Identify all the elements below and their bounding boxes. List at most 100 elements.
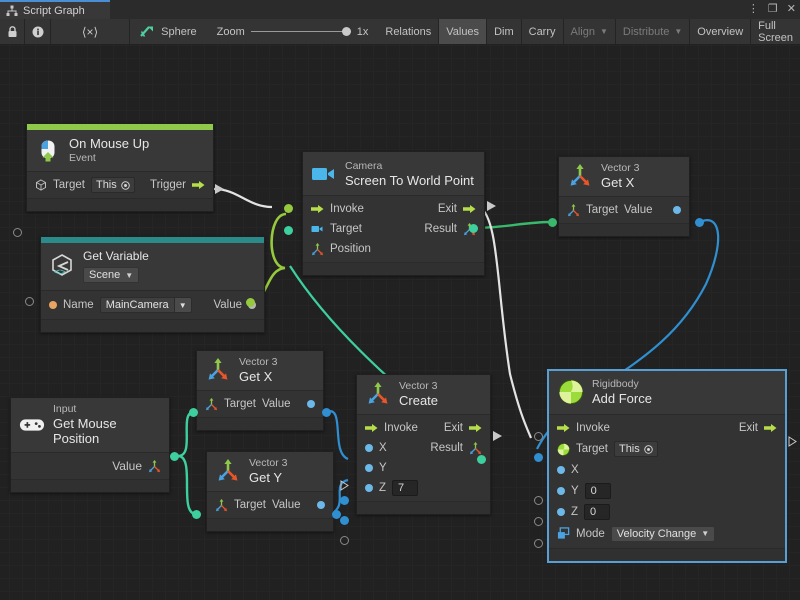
invoke-arrow-icon[interactable]: [311, 204, 324, 214]
y-value-input[interactable]: 0: [584, 482, 611, 499]
toolbar-btn-align[interactable]: Align ▼: [564, 19, 616, 44]
node-accent-bar: [41, 237, 264, 243]
z-value-input[interactable]: 0: [584, 503, 611, 520]
node-screen-to-world-point[interactable]: Camera Screen To World Point Invoke Exit: [302, 151, 485, 276]
port-out-exit-arrow[interactable]: [493, 431, 502, 441]
exit-arrow-icon[interactable]: [469, 423, 482, 433]
port-value-out[interactable]: [307, 400, 315, 408]
port-in-x-connected[interactable]: [534, 453, 543, 462]
vector3-port-icon[interactable]: [148, 459, 161, 473]
more-options-icon[interactable]: ⋮: [747, 3, 759, 15]
zoom-slider[interactable]: [250, 26, 351, 37]
node-rigidbody-add-force[interactable]: Rigidbody Add Force Invoke Exit: [548, 370, 786, 562]
z-value-input[interactable]: 7: [392, 480, 419, 496]
enum-port-icon[interactable]: [557, 527, 570, 540]
port-out-value-connected[interactable]: [322, 408, 331, 417]
toolbar-btn-full-screen[interactable]: Full Screen: [758, 19, 793, 44]
port-name-in[interactable]: [49, 301, 57, 309]
graph-canvas[interactable]: On Mouse Up Event Target This: [0, 44, 800, 600]
node-footer: [549, 548, 785, 561]
node-vector3-get-x-mid[interactable]: Vector 3 Get X Target Value: [196, 350, 324, 431]
port-value-out[interactable]: [317, 501, 325, 509]
port-out-value-connected[interactable]: [170, 452, 179, 461]
vector3-port-icon[interactable]: [215, 498, 228, 512]
info-icon[interactable]: [25, 19, 51, 44]
port-value-out[interactable]: [673, 206, 681, 214]
zoom-slider-knob[interactable]: [341, 27, 351, 36]
rigidbody-port-icon[interactable]: [557, 442, 570, 456]
target-value-dropdown[interactable]: This: [613, 441, 658, 457]
port-in-target-connected[interactable]: [189, 408, 198, 417]
port-out-result-connected[interactable]: [477, 455, 486, 464]
vector3-port-icon[interactable]: [205, 397, 218, 411]
node-input-get-mouse-position[interactable]: Input Get Mouse Position Value: [10, 397, 170, 493]
port-label-exit: Exit: [437, 203, 457, 215]
port-out-value-connected[interactable]: [332, 510, 341, 519]
port-z-in[interactable]: [557, 507, 565, 516]
toolbar-btn-carry[interactable]: Carry: [522, 19, 564, 44]
port-z-in[interactable]: [365, 484, 373, 492]
target-value-dropdown[interactable]: This: [90, 177, 135, 193]
code-brackets-icon[interactable]: ⟨×⟩: [51, 19, 131, 44]
port-label-mode: Mode: [576, 527, 605, 540]
toolbar-btn-relations[interactable]: Relations: [378, 19, 440, 44]
vector3-port-icon[interactable]: [567, 203, 580, 217]
variable-name-combo[interactable]: MainCamera ▼: [99, 297, 192, 313]
variable-scope-dropdown[interactable]: Scene ▼: [83, 267, 140, 283]
vector3-port-icon[interactable]: [311, 242, 324, 256]
port-in-invoke-unconnected[interactable]: [534, 432, 543, 441]
port-x-in[interactable]: [557, 466, 565, 474]
toolbar-btn-overview[interactable]: Overview: [690, 19, 752, 44]
invoke-arrow-icon[interactable]: [365, 423, 378, 433]
vector3-port-icon[interactable]: [469, 441, 482, 455]
port-in-target-connected[interactable]: [548, 218, 557, 227]
mode-dropdown[interactable]: Velocity Change ▼: [610, 525, 716, 542]
port-in-position-connected[interactable]: [284, 226, 293, 235]
port-y-in[interactable]: [557, 486, 565, 495]
port-in-z-unconnected[interactable]: [534, 517, 543, 526]
zoom-control[interactable]: Zoom 1x: [207, 19, 379, 44]
node-vector3-get-x-top[interactable]: Vector 3 Get X Target Value: [558, 156, 690, 237]
port-out-value-connected[interactable]: [695, 218, 704, 227]
port-in-mode-unconnected[interactable]: [534, 539, 543, 548]
port-out-exit-unconnected[interactable]: [788, 431, 797, 452]
node-vector3-get-y[interactable]: Vector 3 Get Y Target Value: [206, 451, 334, 532]
node-title: Get X: [601, 175, 635, 190]
port-label-x: X: [571, 464, 579, 476]
toolbar-btn-distribute[interactable]: Distribute ▼: [616, 19, 691, 44]
tab-script-graph[interactable]: Script Graph: [0, 0, 110, 19]
camera-port-icon[interactable]: [311, 224, 324, 234]
port-y-in[interactable]: [365, 464, 373, 472]
port-in-z-unconnected[interactable]: [340, 536, 349, 545]
close-icon[interactable]: ✕: [786, 3, 796, 15]
exit-arrow-icon[interactable]: [764, 423, 777, 433]
maximize-icon[interactable]: ❐: [767, 3, 778, 15]
port-in-invoke-unconnected[interactable]: [340, 475, 349, 496]
graph-object[interactable]: Sphere: [130, 19, 206, 44]
node-type: Input: [53, 403, 77, 415]
port-out-trigger-arrow[interactable]: [215, 184, 224, 194]
node-vector3-create[interactable]: Vector 3 Create Invoke Exit X: [356, 374, 491, 515]
trigger-arrow-icon[interactable]: [192, 180, 205, 190]
node-on-mouse-up[interactable]: On Mouse Up Event Target This: [26, 123, 214, 212]
node-type: Rigidbody: [592, 378, 639, 390]
port-in-y-connected[interactable]: [340, 516, 349, 525]
port-in-unconnected[interactable]: [13, 228, 22, 237]
node-header: Camera Screen To World Point: [303, 152, 484, 195]
port-x-in[interactable]: [365, 444, 373, 452]
port-in-unconnected[interactable]: [25, 297, 34, 306]
port-in-x-connected[interactable]: [340, 496, 349, 505]
node-get-variable[interactable]: <> Get Variable Scene ▼ Name MainCamera: [40, 236, 265, 333]
exit-arrow-icon[interactable]: [463, 204, 476, 214]
port-out-result-connected[interactable]: [469, 224, 478, 233]
lock-icon[interactable]: [0, 19, 26, 44]
port-in-y-unconnected[interactable]: [534, 496, 543, 505]
toolbar-btn-values[interactable]: Values: [439, 19, 488, 44]
toolbar-btn-dim[interactable]: Dim: [487, 19, 522, 44]
invoke-arrow-icon[interactable]: [557, 423, 570, 433]
port-in-target-connected[interactable]: [192, 510, 201, 519]
port-out-value-connected[interactable]: [246, 298, 255, 307]
port-in-target-connected[interactable]: [284, 204, 293, 213]
port-out-exit-arrow[interactable]: [487, 201, 496, 211]
chevron-down-icon[interactable]: ▼: [173, 297, 192, 313]
